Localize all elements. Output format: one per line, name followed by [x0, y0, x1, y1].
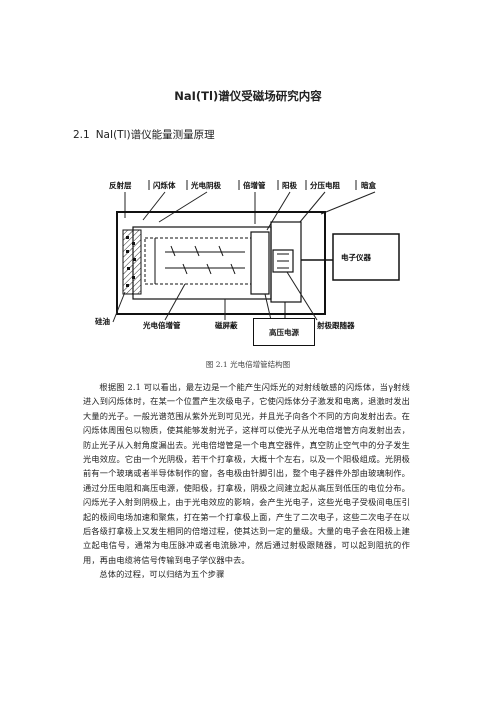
- paragraph-1: 根据图 2.1 可以看出，最左边是一个能产生闪烁光的对射线敏感的闪烁体，当γ射线…: [83, 382, 410, 565]
- label-reflector: 反射层: [109, 180, 132, 190]
- label-grease: 硅油: [95, 316, 110, 326]
- pmt-structure-diagram: 反射层 闪烁体 光电阴极 倍增管 阳极 分压电阻 暗盒: [95, 172, 405, 356]
- label-scintillator: 闪烁体: [153, 180, 176, 190]
- label-pmt: 光电倍增管: [142, 320, 181, 330]
- section-heading: 2.1 NaI(Tl)谱仪能量测量原理: [73, 127, 215, 142]
- section-number: 2.1: [73, 129, 90, 141]
- section-title: NaI(Tl)谱仪能量测量原理: [95, 129, 215, 141]
- label-photocathode: 光电阴极: [190, 180, 221, 190]
- label-shield: 磁屏蔽: [215, 320, 238, 330]
- label-anode: 阳极: [282, 180, 297, 190]
- label-electronics: 电子仪器: [341, 252, 371, 262]
- page-title: NaI(Tl)谱仪受磁场研究内容: [174, 89, 322, 103]
- label-divider: 分压电阻: [310, 180, 340, 190]
- label-dynode: 倍增管: [242, 180, 266, 190]
- figure-caption: 图 2.1 光电倍增管结构图: [205, 360, 291, 369]
- label-hv: 高压电源: [269, 327, 299, 337]
- label-darkbox: 暗盒: [361, 180, 376, 190]
- paragraph-2: 总体的过程，可以归结为五个步骤: [99, 569, 225, 580]
- label-follower: 射极跟随器: [316, 320, 355, 330]
- body-text: 根据图 2.1 可以看出，最左边是一个能产生闪烁光的对射线敏感的闪烁体，当γ射线…: [83, 380, 410, 582]
- hv-box: 高压电源: [253, 318, 315, 346]
